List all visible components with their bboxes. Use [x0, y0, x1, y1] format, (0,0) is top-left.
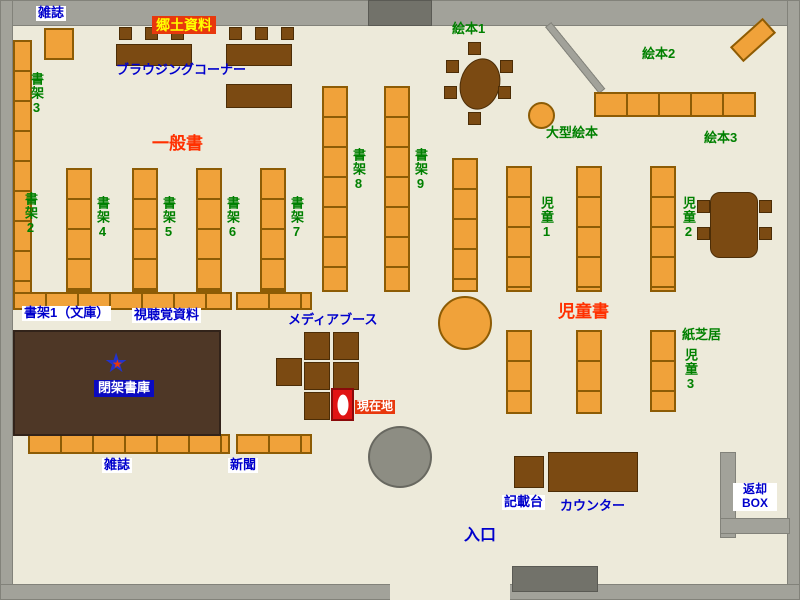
general-books-label: 一般書: [152, 134, 203, 153]
closed-stacks-star-icon: ★ ★: [104, 350, 134, 380]
closed-stacks-label: 閉架書庫: [94, 380, 155, 397]
counter-label: カウンター: [560, 498, 626, 513]
chair: [500, 60, 513, 73]
children-books-label: 児童書: [558, 302, 609, 321]
bookshelf-audio-visual-row: [236, 292, 312, 310]
picture-books-3-label: 絵本3: [704, 130, 738, 145]
chair: [444, 86, 457, 99]
large-picture-books-stand: [528, 102, 555, 129]
bookshelf-6: [196, 168, 222, 292]
shelf-9-label: 書架9: [412, 148, 428, 192]
chair: [281, 27, 294, 40]
return-box-label-line1: 返却: [742, 482, 767, 496]
shelf-2-label: 書架2: [22, 192, 38, 236]
round-reading-table: [438, 296, 492, 350]
chair: [119, 27, 132, 40]
chair: [468, 112, 481, 125]
picture-books-table: [453, 53, 507, 115]
return-box-label: 返却 BOX: [733, 482, 777, 511]
shelf-1-bunko-label: 書架1（文庫）: [22, 305, 112, 321]
chair: [498, 86, 511, 99]
chair: [255, 27, 268, 40]
bookshelf-7: [260, 168, 286, 292]
current-location-person-icon: [337, 394, 348, 415]
picture-books-2-label: 絵本2: [642, 46, 676, 61]
children-table: [710, 192, 758, 258]
browsing-corner-label: ブラウジングコーナー: [116, 62, 247, 77]
magazines-top-label: 雑誌: [36, 5, 67, 21]
newspapers-label: 新聞: [228, 457, 259, 473]
chair: [697, 227, 710, 240]
entrance-label: 入口: [464, 527, 497, 544]
shelf-3-label: 書架3: [28, 72, 44, 116]
writing-desk: [514, 456, 544, 488]
shelf-7-label: 書架7: [288, 196, 304, 240]
bookshelf-children-1b: [576, 166, 602, 292]
kamishibai-label: 紙芝居: [682, 327, 722, 342]
bookshelf-8: [322, 86, 348, 292]
bookshelf-magazines-top: [44, 28, 74, 60]
wall-right: [787, 0, 800, 600]
bookshelf-center: [452, 158, 478, 292]
media-booth-seat: [333, 362, 359, 390]
return-box-label-line2: BOX: [741, 495, 768, 510]
chair: [759, 200, 772, 213]
large-picture-books-label: 大型絵本: [546, 125, 599, 140]
bookshelf-picture-books-top: [594, 92, 756, 117]
media-booth-seat: [304, 392, 330, 420]
star-center-icon: ★: [112, 357, 123, 371]
browsing-table: [226, 44, 292, 66]
bookshelf-children-1a: [506, 166, 532, 292]
bookshelf-newspapers: [236, 434, 312, 454]
bookshelf-5: [132, 168, 158, 292]
local-materials-label: 郷土資料: [152, 16, 216, 35]
browsing-table: [116, 44, 192, 66]
browsing-table: [226, 84, 292, 108]
chair: [446, 60, 459, 73]
star-outline-icon: ★: [104, 348, 129, 378]
audio-visual-label: 視聴覚資料: [132, 307, 202, 323]
bookshelf-bunko-row: [13, 292, 232, 310]
bookshelf-9: [384, 86, 410, 292]
picture-books-1-label: 絵本1: [452, 21, 486, 36]
bookshelf-children-3b: [576, 330, 602, 414]
chair: [229, 27, 242, 40]
entrance-mat: [512, 566, 598, 592]
wall-top-notch: [368, 0, 432, 26]
media-booth-seat: [304, 332, 330, 360]
entrance-opening: [390, 584, 510, 600]
media-booth-seat: [276, 358, 302, 386]
shelf-5-label: 書架5: [160, 196, 176, 240]
media-booth-seat: [333, 332, 359, 360]
shelf-8-label: 書架8: [350, 148, 366, 192]
children-3-label: 児童3: [682, 348, 698, 392]
shelf-6-label: 書架6: [224, 196, 240, 240]
chair: [468, 42, 481, 55]
chair: [759, 227, 772, 240]
writing-desk-label: 記載台: [502, 494, 546, 510]
bookshelf-children-3c: [650, 330, 676, 412]
media-booth-label: メディアブース: [288, 312, 378, 327]
shelf-4-label: 書架4: [94, 196, 110, 240]
bookshelf-magazines-bottom: [28, 434, 230, 454]
bookshelf-left-wall: [13, 40, 32, 298]
media-booth-seat: [304, 362, 330, 390]
chair: [697, 200, 710, 213]
current-location-label: 現在地: [355, 399, 396, 414]
bookshelf-children-3a: [506, 330, 532, 414]
current-location-marker: [331, 388, 354, 421]
children-2-label: 児童2: [680, 196, 696, 240]
bookshelf-children-2: [650, 166, 676, 292]
return-box-wall-vertical: [720, 452, 736, 538]
wall-left: [0, 0, 13, 600]
children-1-label: 児童1: [538, 196, 554, 240]
bookshelf-4: [66, 168, 92, 292]
return-box-wall-horizontal: [720, 518, 790, 534]
counter-desk: [548, 452, 638, 492]
pillar: [368, 426, 432, 488]
magazines-bottom-label: 雑誌: [102, 457, 133, 473]
wall-diagonal: [545, 21, 606, 94]
